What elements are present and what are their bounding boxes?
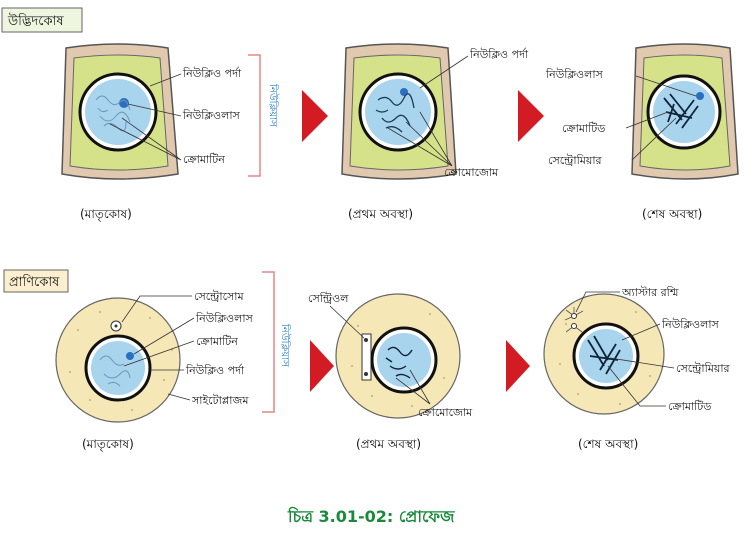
plant-mother-labels: নিউক্লিও পর্দা নিউক্লিওলাস ক্রোমাটিন নিউ… bbox=[80, 54, 280, 222]
animal-section-tag: প্রাণিকোষ bbox=[3, 269, 69, 293]
arrow-right-icon bbox=[310, 340, 334, 392]
nucleus-bracket bbox=[262, 271, 275, 413]
chromatid-pairs bbox=[663, 93, 699, 129]
caption-late-stage: (শেষ অবস্থা) bbox=[578, 437, 638, 451]
plant-late-labels: নিউক্লিওলাস ক্রোমাটিড সেন্ট্রোমিয়ার (শে… bbox=[545, 68, 702, 221]
arrow-right-icon bbox=[518, 90, 544, 142]
arrow-right-icon bbox=[506, 340, 530, 392]
aster-rays bbox=[564, 307, 584, 333]
label-centromere: সেন্ট্রোমিয়ার bbox=[676, 362, 731, 375]
label-nuclear-membrane: নিউক্লিও পর্দা bbox=[185, 364, 245, 377]
label-nucleolus: নিউক্লিওলাস bbox=[195, 312, 254, 325]
animal-late-labels: অ্যাস্টার রশ্মি নিউক্লিওলাস সেন্ট্রোমিয়… bbox=[575, 286, 731, 451]
animal-mother-cell bbox=[55, 297, 181, 423]
label-nucleolus: নিউক্লিওলাস bbox=[182, 109, 241, 122]
label-centrosome: সেন্ট্রোসোম bbox=[194, 290, 244, 303]
label-chromatin: ক্রোমাটিন bbox=[183, 153, 225, 166]
caption-mother-cell: (মাতৃকোষ) bbox=[82, 437, 134, 452]
label-aster-rays: অ্যাস্টার রশ্মি bbox=[621, 286, 679, 299]
arrow-right-icon bbox=[302, 90, 328, 142]
label-nuclear-membrane: নিউক্লিও পর্দা bbox=[182, 67, 242, 80]
label-chromosome: ক্রোমোজোম bbox=[444, 166, 499, 179]
label-cytoplasm: সাইটোপ্লাজম bbox=[191, 394, 249, 407]
label-chromatid: ক্রোমাটিড bbox=[562, 122, 606, 135]
label-chromosome: ক্রোমোজোম bbox=[418, 406, 473, 419]
caption-late-stage: (শেষ অবস্থা) bbox=[642, 207, 702, 221]
chromosome-threads bbox=[375, 93, 415, 133]
chromatin-threads bbox=[95, 95, 131, 132]
caption-early-stage: (প্রথম অবস্থা) bbox=[348, 207, 413, 221]
label-nuclear-membrane: নিউক্লিও পর্দা bbox=[469, 48, 529, 61]
caption-early-stage: (প্রথম অবস্থা) bbox=[356, 437, 421, 451]
label-nucleolus: নিউক্লিওলাস bbox=[661, 318, 720, 331]
label-centriole: সেন্ট্রিওল bbox=[308, 292, 349, 305]
plant-section-title: উদ্ভিদকোষ bbox=[7, 13, 64, 29]
plant-early-labels: নিউক্লিও পর্দা ক্রোমোজোম (প্রথম অবস্থা) bbox=[348, 48, 529, 221]
animal-early-cell bbox=[335, 293, 461, 419]
nucleus-bracket bbox=[248, 54, 261, 177]
nucleus-inner bbox=[85, 79, 151, 145]
label-nucleolus: নিউক্লিওলাস bbox=[545, 68, 604, 81]
figure-caption: চিত্র 3.01-02: প্রোফেজ bbox=[287, 506, 455, 526]
plant-section-tag: উদ্ভিদকোষ bbox=[1, 7, 83, 33]
bracket-label-nucleus: নিউক্লিয়াস bbox=[279, 323, 292, 367]
bracket-label-nucleus: নিউক্লিয়াস bbox=[267, 83, 280, 127]
animal-late-cell bbox=[543, 293, 665, 415]
plant-late-cell bbox=[631, 43, 739, 180]
plant-mother-cell bbox=[61, 43, 179, 180]
label-chromatin: ক্রোমাটিন bbox=[196, 335, 238, 348]
caption-mother-cell: (মাতৃকোষ) bbox=[80, 207, 132, 222]
label-centromere: সেন্ট্রোমিয়ার bbox=[548, 154, 603, 167]
label-chromatid: ক্রোমাটিড bbox=[668, 400, 712, 413]
animal-early-labels: সেন্ট্রিওল ক্রোমোজোম (প্রথম অবস্থা) bbox=[308, 292, 473, 451]
plant-early-cell bbox=[341, 43, 457, 180]
animal-section-title: প্রাণিকোষ bbox=[9, 274, 60, 290]
animal-mother-labels: সেন্ট্রোসোম নিউক্লিওলাস ক্রোমাটিন নিউক্ল… bbox=[82, 271, 292, 452]
